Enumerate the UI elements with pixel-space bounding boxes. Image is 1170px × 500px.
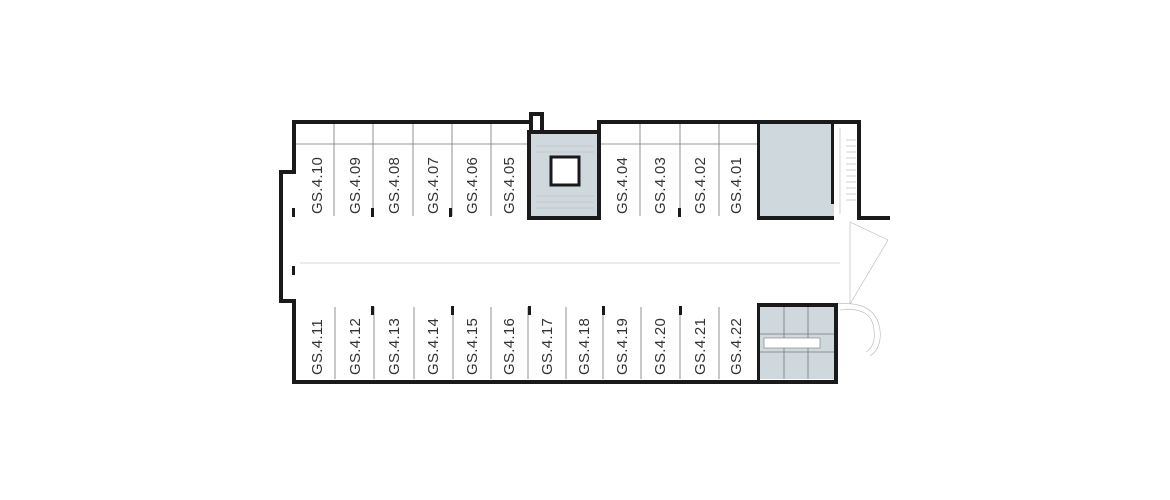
- unit-top[interactable]: GS.4.06: [452, 144, 491, 216]
- unit-label: GS.4.13: [386, 318, 403, 375]
- unit-bottom[interactable]: GS.4.16: [491, 307, 528, 380]
- unit-bottom[interactable]: GS.4.14: [414, 307, 453, 380]
- interior-lines: [296, 124, 889, 380]
- units-bottom: GS.4.11 GS.4.12 GS.4.13 GS.4.14 GS.4.15 …: [296, 307, 757, 380]
- unit-label: GS.4.17: [539, 318, 556, 375]
- unit-top[interactable]: GS.4.07: [413, 144, 452, 216]
- unit-label: GS.4.02: [692, 157, 709, 214]
- unit-bottom[interactable]: GS.4.17: [528, 307, 566, 380]
- unit-label: GS.4.18: [576, 318, 593, 375]
- stair-well: [549, 155, 581, 187]
- unit-bottom[interactable]: GS.4.12: [335, 307, 374, 380]
- top-partitions: [333, 124, 720, 216]
- unit-label: GS.4.07: [425, 157, 442, 214]
- unit-bottom[interactable]: GS.4.11: [296, 307, 335, 380]
- unit-top[interactable]: GS.4.10: [296, 144, 334, 216]
- unit-label: GS.4.06: [464, 157, 481, 214]
- unit-bottom[interactable]: GS.4.22: [719, 307, 757, 380]
- unit-top[interactable]: GS.4.01: [719, 144, 757, 216]
- stair-treads: [536, 145, 594, 209]
- unit-bottom[interactable]: GS.4.19: [603, 307, 641, 380]
- unit-bottom[interactable]: GS.4.20: [641, 307, 680, 380]
- unit-top[interactable]: GS.4.08: [373, 144, 413, 216]
- unit-label: GS.4.04: [614, 157, 631, 214]
- unit-label: GS.4.20: [652, 318, 669, 375]
- shaft-core-top-right: [760, 124, 834, 217]
- shaft-subdivisions: [760, 307, 834, 379]
- unit-label: GS.4.12: [347, 318, 364, 375]
- unit-label: GS.4.21: [692, 318, 709, 375]
- unit-label: GS.4.10: [309, 157, 326, 214]
- unit-label: GS.4.08: [386, 157, 403, 214]
- unit-top[interactable]: GS.4.03: [640, 144, 680, 216]
- unit-top[interactable]: GS.4.04: [601, 144, 640, 216]
- unit-label: GS.4.11: [309, 319, 326, 375]
- unit-top[interactable]: GS.4.05: [491, 144, 527, 216]
- unit-bottom[interactable]: GS.4.21: [680, 307, 719, 380]
- unit-top[interactable]: GS.4.02: [680, 144, 719, 216]
- right-exterior-lines: [835, 128, 889, 380]
- unit-bottom[interactable]: GS.4.15: [453, 307, 491, 380]
- unit-label: GS.4.03: [652, 157, 669, 214]
- bottom-partitions: [334, 307, 720, 379]
- unit-label: GS.4.05: [501, 157, 518, 214]
- shaft-opening: [763, 337, 821, 349]
- unit-label: GS.4.19: [614, 318, 631, 375]
- unit-label: GS.4.09: [347, 157, 364, 214]
- units-top: GS.4.10 GS.4.09 GS.4.08 GS.4.07 GS.4.06 …: [296, 144, 757, 216]
- unit-bottom[interactable]: GS.4.13: [374, 307, 414, 380]
- unit-label: GS.4.15: [464, 318, 481, 375]
- cores: [531, 124, 834, 379]
- unit-top[interactable]: GS.4.09: [334, 144, 373, 216]
- unit-label: GS.4.14: [425, 318, 442, 375]
- unit-label: GS.4.22: [728, 318, 745, 375]
- unit-bottom[interactable]: GS.4.18: [566, 307, 603, 380]
- unit-label: GS.4.01: [728, 157, 745, 214]
- walls: [279, 112, 890, 384]
- unit-label: GS.4.16: [501, 318, 518, 375]
